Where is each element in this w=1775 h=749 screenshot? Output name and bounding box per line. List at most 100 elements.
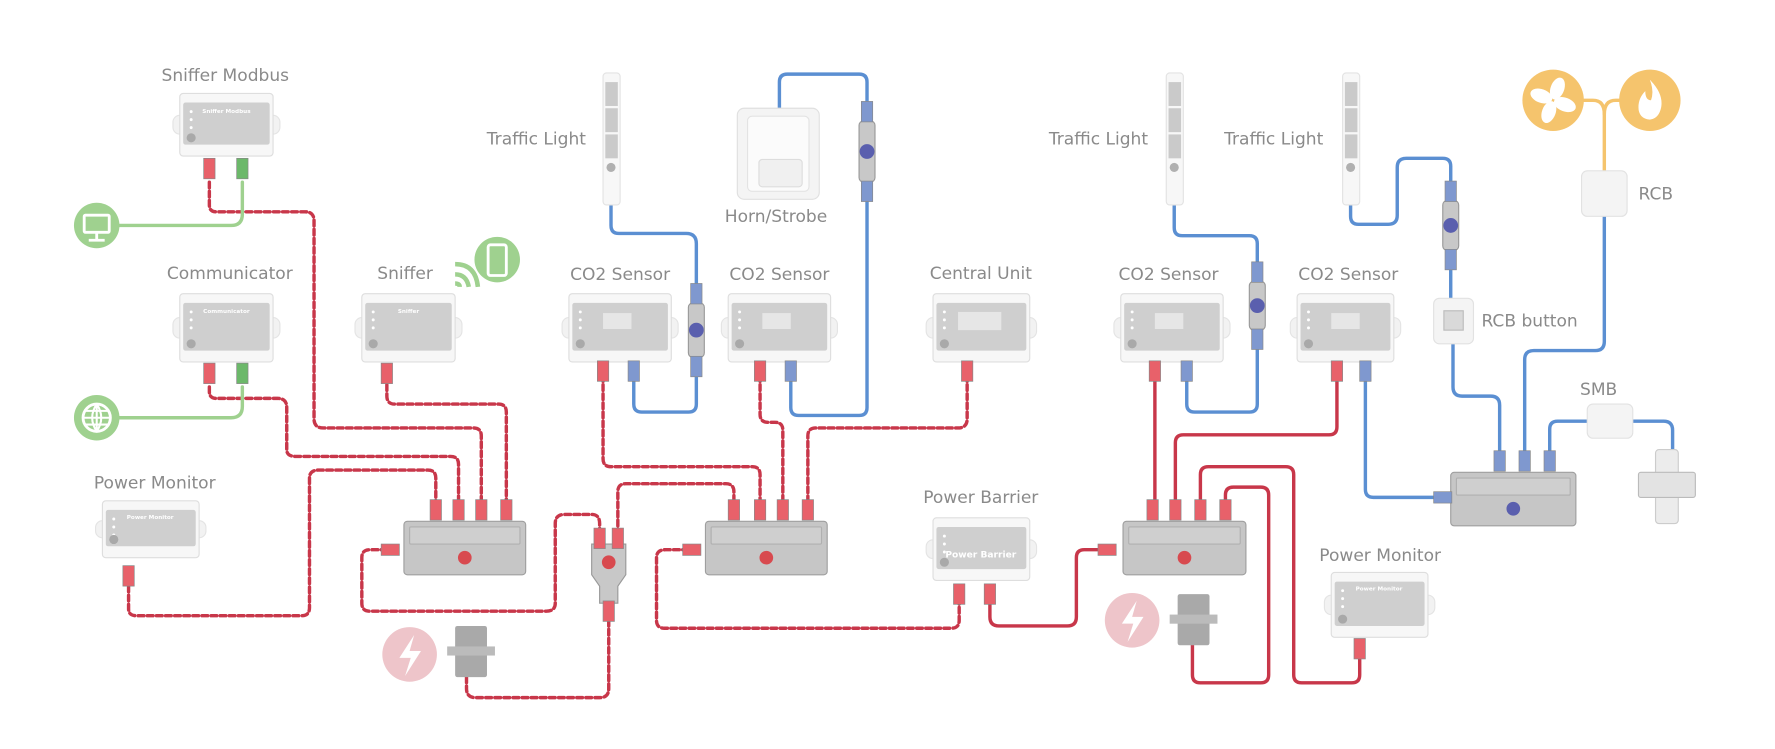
- cable-co2-1-to-hub-2[interactable]: [601, 373, 762, 503]
- cable-inline-3-to-co2-3[interactable]: [1185, 339, 1259, 414]
- label-sniffer-modbus: Sniffer Modbus: [162, 66, 290, 86]
- faceplate-power-monitor-left: Power Monitor: [127, 515, 174, 521]
- cable-co2-2-to-hub-2[interactable]: [758, 373, 785, 503]
- status-led: [942, 310, 946, 314]
- device-power-barrier[interactable]: [925, 517, 1038, 582]
- status-led: [1130, 318, 1134, 322]
- cable-power-barrier-to-hub-3[interactable]: [988, 548, 1106, 628]
- cable-horn-strobe[interactable]: [777, 72, 869, 110]
- cable-rcb-to-fan[interactable]: [1582, 98, 1607, 173]
- traffic-light-1[interactable]: [602, 72, 621, 206]
- cable-inline-2-to-co2-2[interactable]: [789, 191, 869, 418]
- hub-1[interactable]: [403, 520, 527, 576]
- faceplate-sniffer-modbus: Sniffer Modbus: [202, 109, 251, 115]
- connector-plug: [1194, 499, 1207, 521]
- device-horn-strobe[interactable]: [736, 107, 820, 200]
- fan-icon-bg: [1522, 69, 1584, 132]
- connector-plug: [1444, 180, 1457, 202]
- push-button: [1443, 310, 1464, 331]
- status-led: [189, 110, 193, 114]
- cable-hub-2-to-power-barrier[interactable]: [654, 548, 961, 630]
- cable-smb-to-valve[interactable]: [1631, 419, 1675, 455]
- cable-rcb-to-hub-4[interactable]: [1522, 214, 1607, 463]
- traffic-light-2[interactable]: [1165, 72, 1184, 206]
- cable-co2-4-to-hub-4[interactable]: [1363, 373, 1442, 500]
- label-co2-sensor-4: CO2 Sensor: [1298, 265, 1399, 285]
- status-led: [578, 326, 582, 330]
- hub-3[interactable]: [1122, 520, 1247, 576]
- hub-2[interactable]: [704, 520, 828, 576]
- logo-icon: [1127, 339, 1137, 349]
- connector-plug: [203, 362, 216, 384]
- status-led: [738, 326, 742, 330]
- cable-hub-1-to-splitter[interactable]: [360, 512, 602, 613]
- status-led: [1341, 597, 1345, 601]
- hub-4[interactable]: [1450, 471, 1577, 527]
- cable-power-monitor-to-hub-1[interactable]: [126, 468, 438, 618]
- cable-co2-4-to-hub-3[interactable]: [1173, 373, 1339, 503]
- fan-blade: [1530, 88, 1553, 104]
- status-led: [942, 550, 946, 554]
- display-screen: [958, 311, 1002, 331]
- connector-plug: [203, 157, 216, 180]
- cable-communicator-to-internet[interactable]: [117, 385, 245, 420]
- cable-sniffer-to-hub-1[interactable]: [385, 373, 509, 503]
- inline-module-3[interactable]: [1248, 280, 1266, 331]
- connector-plug: [784, 360, 797, 382]
- device-power-monitor-left[interactable]: [95, 500, 207, 559]
- cable-hub-4-to-smb[interactable]: [1548, 419, 1589, 463]
- cable-hub-3-to-adapter-2[interactable]: [1190, 485, 1271, 685]
- power-adapter-1[interactable]: [447, 625, 495, 678]
- connector-plug: [1097, 543, 1117, 556]
- cable-splitter-to-adapter-1[interactable]: [464, 618, 611, 700]
- smartphone-icon: [474, 236, 520, 283]
- status-led: [738, 310, 742, 314]
- cable-inline-1-to-co2-1[interactable]: [632, 368, 699, 414]
- globe-lines: [83, 403, 111, 432]
- hub-indicator: [1506, 501, 1521, 516]
- traffic-light-3[interactable]: [1342, 72, 1361, 206]
- splitter[interactable]: [591, 543, 627, 604]
- label-power-barrier: Power Barrier: [923, 488, 1039, 508]
- device-power-monitor-right[interactable]: [1323, 571, 1436, 638]
- connector-plug: [961, 360, 974, 382]
- solenoid-valve[interactable]: [1637, 449, 1696, 525]
- cable-hub-3-to-power-monitor[interactable]: [1198, 464, 1362, 685]
- device-rcb[interactable]: [1581, 170, 1628, 217]
- cable-traffic-light-3[interactable]: [1348, 156, 1453, 227]
- cable-sniffer-modbus-to-hub-1[interactable]: [207, 180, 484, 503]
- monitor-stand: [88, 232, 105, 242]
- hub-slot: [1128, 526, 1241, 545]
- device-faceplate: [365, 302, 452, 351]
- device-sniffer-modbus[interactable]: [172, 92, 281, 157]
- power-adapter-2[interactable]: [1169, 594, 1218, 646]
- label-power-monitor-left: Power Monitor: [94, 473, 217, 493]
- status-led: [1130, 310, 1134, 314]
- cable-rcb-button-to-hub-4[interactable]: [1451, 342, 1502, 463]
- cable-traffic-light-1[interactable]: [609, 203, 699, 293]
- connector-plug: [429, 499, 442, 521]
- inline-module-1[interactable]: [687, 302, 705, 359]
- cable-sniffer-modbus-to-computer[interactable]: [117, 180, 245, 228]
- logo-icon: [575, 339, 585, 349]
- cable-splitter-to-hub-2[interactable]: [616, 482, 736, 537]
- logo-icon: [186, 133, 196, 143]
- inline-module-2[interactable]: [858, 120, 876, 183]
- cable-communicator-to-hub-1[interactable]: [207, 385, 461, 503]
- smartphone-icon-bg: [474, 236, 520, 283]
- faceplate-labels: Sniffer Modbus Communicator Sniffer Powe…: [127, 109, 1403, 593]
- hub-indicator: [1177, 550, 1192, 565]
- status-led: [112, 517, 116, 521]
- cable-traffic-light-2[interactable]: [1172, 203, 1259, 275]
- device-sniffer[interactable]: [354, 293, 463, 363]
- status-led: [112, 525, 116, 529]
- device-communicator[interactable]: [172, 293, 281, 363]
- device-smb[interactable]: [1586, 403, 1634, 439]
- device-rcb-button[interactable]: [1433, 297, 1475, 345]
- status-led: [1307, 310, 1310, 314]
- inline-module-4[interactable]: [1442, 199, 1460, 252]
- wifi-signal-icon: [454, 261, 481, 288]
- hub-slot: [710, 526, 823, 545]
- cable-central-unit-to-hub-2[interactable]: [806, 373, 969, 503]
- cable-rcb-to-fire[interactable]: [1602, 98, 1621, 116]
